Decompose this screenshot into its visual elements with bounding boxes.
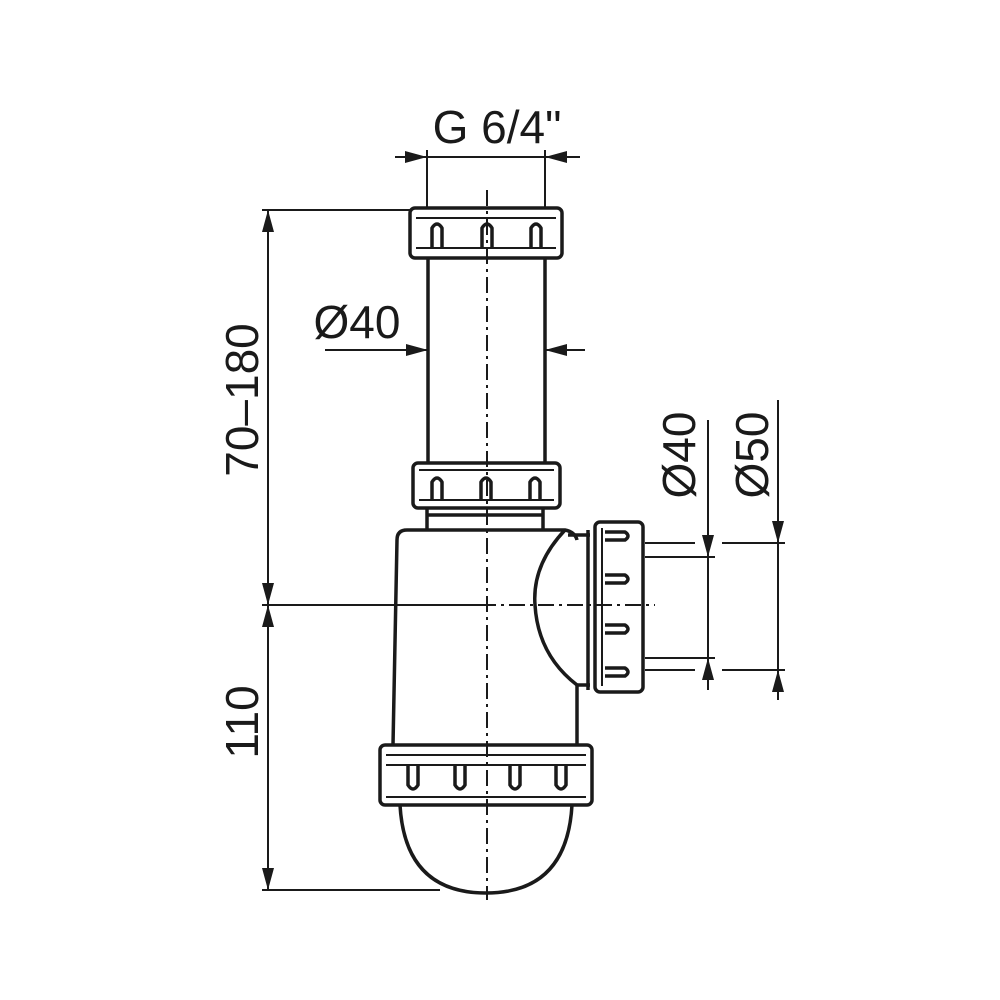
bottom-nut — [378, 743, 594, 807]
bottle-bowl — [398, 804, 574, 895]
outlet-nut — [593, 520, 645, 694]
thread-label: G 6/4" — [433, 101, 562, 153]
outlet-outer-label: Ø50 — [726, 412, 778, 499]
top-nut — [408, 206, 564, 260]
bottle-body — [391, 528, 579, 746]
tube-diameter-label: Ø40 — [314, 296, 401, 348]
thread-dimension: G 6/4" — [395, 101, 580, 208]
inlet-tube — [426, 258, 547, 463]
tube-diameter-dimension: Ø40 — [314, 296, 585, 356]
outlet-inner-label: Ø40 — [653, 412, 705, 499]
height-dimensions: 70–180 110 — [216, 209, 480, 891]
outlet-bulge — [533, 528, 579, 687]
height-adjustable-label: 70–180 — [216, 323, 268, 477]
siphon-body — [378, 206, 645, 895]
height-lower-label: 110 — [216, 685, 268, 758]
middle-nut — [411, 461, 562, 510]
outlet-dimensions: Ø40 Ø50 — [645, 400, 785, 700]
